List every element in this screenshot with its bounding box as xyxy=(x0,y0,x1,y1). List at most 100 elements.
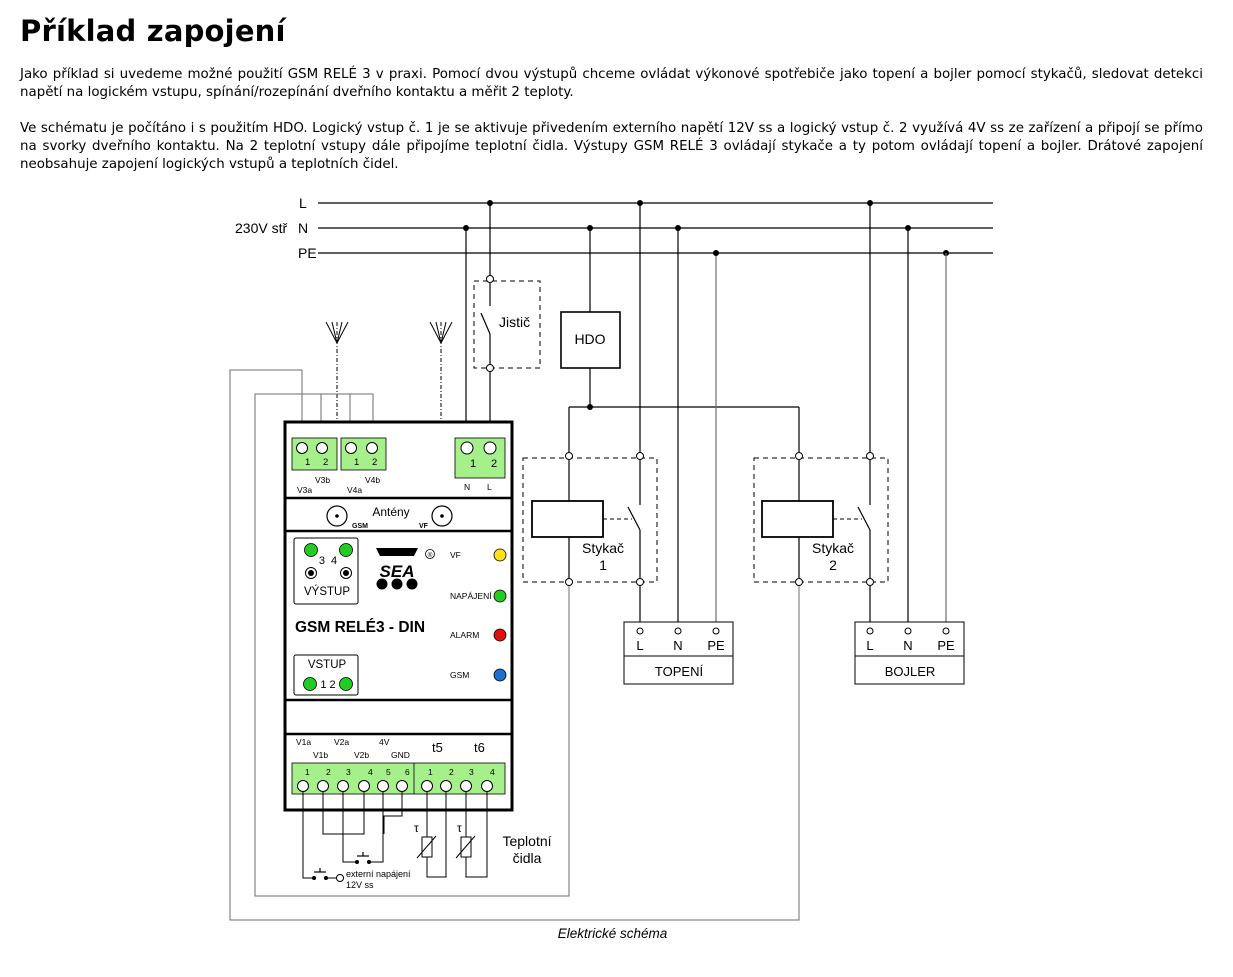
terminal-screw xyxy=(421,780,433,792)
terminal-screw xyxy=(396,780,408,792)
sensor1-slash xyxy=(416,835,437,859)
contactor1-label: Stykač xyxy=(582,540,624,556)
terminal-number: 4 xyxy=(368,767,373,777)
contactor1-frame xyxy=(522,457,658,583)
topeni-terminal-l: L xyxy=(636,638,643,653)
button-center xyxy=(343,570,349,576)
contactor-1: Stykač 1 xyxy=(522,203,658,586)
topeni-terminal-n: N xyxy=(673,638,682,653)
hdo-unit: HDO xyxy=(560,228,800,452)
terminal-number: 2 xyxy=(323,457,328,468)
terminal-screw xyxy=(317,780,329,792)
terminal-number: 6 xyxy=(405,767,410,777)
label-v4a: V4a xyxy=(347,485,362,495)
breaker-terminal xyxy=(486,275,494,283)
line-n-label: N xyxy=(298,220,308,236)
gsm-antenna-arm xyxy=(336,321,349,344)
antenna-gsm-label: GSM xyxy=(352,523,368,530)
terminal-number: 4 xyxy=(490,767,495,777)
breaker-frame xyxy=(473,280,541,369)
input-wiring xyxy=(302,792,403,879)
contactor1-coil xyxy=(531,500,604,538)
output3-wire xyxy=(254,393,570,897)
line-pe-label: PE xyxy=(298,245,317,261)
indicator-vf-label: VF xyxy=(450,550,461,560)
hdo-paragraph: Ve schématu je počítáno i s použitím HDO… xyxy=(20,121,1203,172)
supply-label: 230V stř xyxy=(235,220,287,236)
input-numbers: 1 2 xyxy=(320,679,335,691)
indicator-gsm-led xyxy=(493,668,507,682)
label-v2b: V2b xyxy=(354,750,369,760)
contactor1-number: 1 xyxy=(599,557,607,573)
label-v2a: V2a xyxy=(334,737,349,747)
coil-terminal xyxy=(795,578,803,586)
output-label: VÝSTUP xyxy=(304,585,350,598)
brand-label: SEA xyxy=(380,562,415,581)
indicator-alarm-led xyxy=(493,628,507,642)
bojler-terminal-pe: PE xyxy=(937,638,955,653)
contact-terminal xyxy=(636,578,644,586)
terminal-block-v4 xyxy=(340,437,387,471)
input1-led xyxy=(303,677,317,691)
hdo-box xyxy=(560,311,621,369)
sensors-label-2: čidla xyxy=(513,850,542,866)
terminal-screw xyxy=(366,442,378,454)
input2-led xyxy=(339,677,353,691)
coil-terminal xyxy=(565,578,573,586)
topeni-label: TOPENÍ xyxy=(655,664,704,679)
indicator-alarm-label: ALARM xyxy=(450,630,479,640)
logo-dot xyxy=(376,578,388,590)
contact-dot xyxy=(324,876,328,880)
temperature-sensor-1 xyxy=(416,792,447,878)
junction-dot xyxy=(713,250,719,256)
sensor1-tau: τ xyxy=(414,821,419,835)
label-v3b: V3b xyxy=(315,475,330,485)
device-housing xyxy=(283,420,514,812)
page-title: Příklad zapojení xyxy=(20,14,286,48)
logo-bar xyxy=(376,548,418,556)
logo-dot xyxy=(391,578,403,590)
circuit-breaker: Jistič xyxy=(473,203,541,440)
ext-supply-label-1: externí napájení xyxy=(346,869,411,879)
registered-mark xyxy=(425,549,435,559)
gsm-rele3-device: 1 2 1 2 1 2 V3b V3a V4b V4a N L Antény G… xyxy=(283,420,514,812)
terminal-number: 3 xyxy=(469,767,474,777)
terminal-number: 1 xyxy=(305,457,310,468)
antenna-vf-label: VF xyxy=(419,523,429,530)
terminal-screw xyxy=(316,442,328,454)
label-n: N xyxy=(464,482,470,492)
contactor2-frame xyxy=(753,457,889,583)
terminal-number: 2 xyxy=(326,767,331,777)
contactor2-label: Stykač xyxy=(812,540,854,556)
intro-paragraph: Jako příklad si uvedeme možné použití GS… xyxy=(20,67,1203,100)
coil-terminal xyxy=(795,452,803,460)
sea-logo: SEA ® xyxy=(376,548,435,590)
sensor2-tau: τ xyxy=(457,821,462,835)
temperature-sensor-2 xyxy=(455,792,488,878)
connector-center xyxy=(335,514,339,518)
sensor1-wire xyxy=(426,792,447,878)
load-terminal xyxy=(636,627,644,635)
indicator-power-led xyxy=(493,589,507,603)
vf-antenna-arm xyxy=(440,321,447,344)
load-terminal xyxy=(904,627,912,635)
topeni-terminal-pe: PE xyxy=(707,638,725,653)
v1a-wire xyxy=(302,792,312,879)
contactor2-coil xyxy=(761,500,834,538)
terminal-block-v3 xyxy=(291,437,338,471)
contact-terminal xyxy=(636,452,644,460)
mains-lines xyxy=(318,202,993,254)
indicator-power-label: NAPÁJENÍ xyxy=(450,591,492,601)
device-name: GSM RELÉ3 - DIN xyxy=(295,619,425,636)
label-l: L xyxy=(487,482,492,492)
v2b-wire xyxy=(371,792,384,863)
bojler-label: BOJLER xyxy=(885,664,936,679)
label-v3a: V3a xyxy=(297,485,312,495)
gsm-antenna-arm xyxy=(331,321,338,344)
breaker-switch-blade xyxy=(480,312,491,335)
coil-terminal xyxy=(565,452,573,460)
breaker-terminal xyxy=(486,364,494,372)
contact-terminal xyxy=(866,578,874,586)
logo-dot xyxy=(406,578,418,590)
registered-symbol: ® xyxy=(428,551,433,559)
